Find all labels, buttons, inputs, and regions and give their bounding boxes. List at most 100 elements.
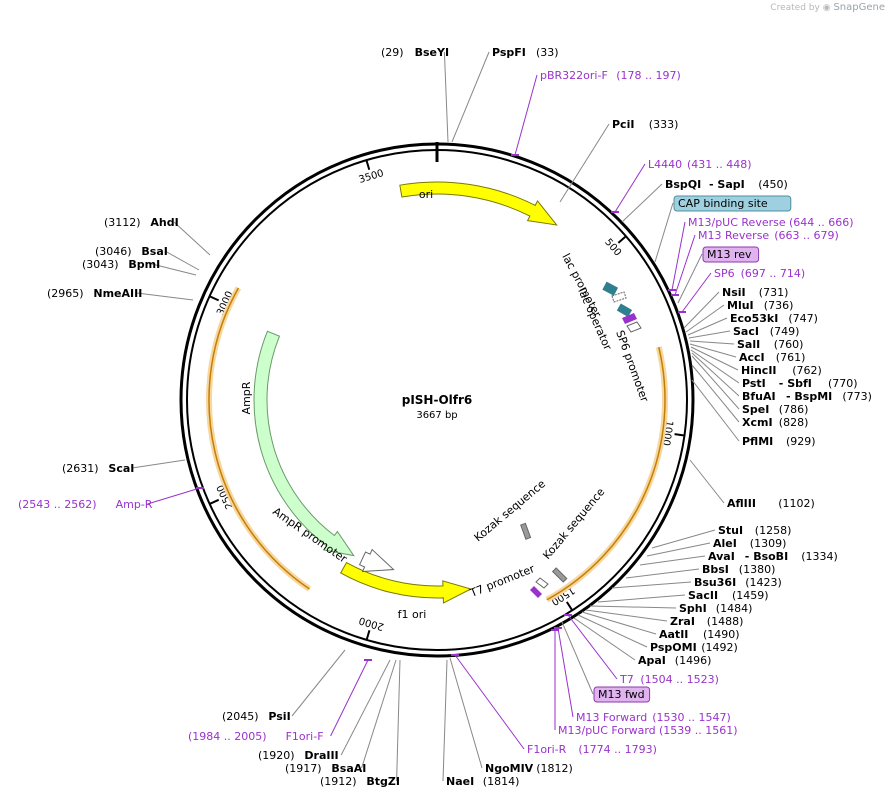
site-name-12: MluI (727, 299, 754, 312)
site-num-51: (3046) (95, 245, 132, 258)
feature-t7-promoter (535, 577, 549, 589)
site-num-4: (431 .. 448) (687, 158, 752, 171)
site-sacii[interactable]: SacII(1459) (688, 589, 769, 602)
site-num-12: (736) (764, 299, 794, 312)
site-btgzi[interactable]: (1912)BtgZI (320, 775, 400, 788)
site-draiii[interactable]: (1920)DraIII (258, 749, 339, 762)
site-bpmi[interactable]: (3043)BpmI (82, 258, 160, 271)
leader-49 (136, 292, 194, 301)
site-f1ori-f[interactable]: (1984 .. 2005)F1ori-F (188, 730, 324, 743)
site-m13-forward[interactable]: M13 Forward(1530 .. 1547) (576, 711, 731, 724)
site-num-7: (644 .. 666) (789, 216, 854, 229)
watermark-brand: SnapGene (833, 2, 885, 13)
site-pspomi[interactable]: PspOMI(1492) (650, 641, 738, 654)
site-name-31: ZraI (670, 615, 695, 628)
site-bsu36i[interactable]: Bsu36I(1423) (694, 576, 782, 589)
site-num-5: (450) (758, 178, 788, 191)
site-hincii[interactable]: HincII(762) (741, 364, 822, 377)
site-nsii[interactable]: NsiI(731) (722, 286, 788, 299)
leader-21 (691, 364, 740, 423)
site-nmeaiii[interactable]: (2965) NmeAIII (47, 287, 142, 300)
site-t7[interactable]: T7(1504 .. 1523) (619, 673, 719, 686)
leader-19 (691, 352, 740, 397)
feature-ori (399, 181, 558, 226)
site-name-26: AvaI (708, 550, 735, 563)
site-bbsi[interactable]: BbsI(1380) (702, 563, 775, 576)
site-name-13: Eco53kI (730, 312, 778, 325)
site-apai[interactable]: ApaI(1496) (638, 654, 711, 667)
site-name-18: PstI (742, 377, 766, 390)
site-afliii[interactable]: AflIII(1102) (727, 497, 815, 510)
site-num-14: (749) (770, 325, 800, 338)
site-sp6[interactable]: SP6(697 .. 714) (714, 267, 805, 280)
site-psti[interactable]: PstI- SbfI(770) (742, 377, 858, 390)
site-pbr322ori-f[interactable]: pBR322ori-F(178 .. 197) (540, 69, 681, 82)
site-psii[interactable]: (2045)PsiI (222, 710, 291, 723)
site-xcmi[interactable]: XcmI(828) (742, 416, 808, 429)
leader-9 (677, 253, 703, 304)
site-scai[interactable]: (2631)ScaI (62, 462, 134, 475)
site-mlui[interactable]: MluI (736) (727, 299, 793, 312)
site-name-11: NsiI (722, 286, 746, 299)
label-kozak-1: Kozak sequence (472, 477, 549, 544)
site-naei[interactable]: NaeI(1814) (446, 775, 519, 788)
site-num-42: (1912) (320, 775, 357, 788)
site-eco53ki[interactable]: Eco53kI (747) (730, 312, 818, 325)
site-m13-fwd[interactable]: M13 fwd (593, 686, 651, 703)
site-aatii[interactable]: AatII(1490) (659, 628, 740, 641)
feature-t7-marker (530, 586, 542, 598)
tick-3000 (209, 295, 220, 302)
site-num-13: (747) (788, 312, 818, 325)
site-acci[interactable]: AccI(761) (739, 351, 805, 364)
plasmid-name: pISH-Olfr6 (402, 393, 473, 407)
site-bsaai[interactable]: (1917)BsaAI (285, 762, 366, 775)
site-num-47: (2543 .. 2562) (18, 498, 97, 511)
site-name-47: Amp-R (116, 498, 153, 511)
leader-10 (681, 272, 712, 313)
site-zrai[interactable]: ZraI(1488) (670, 615, 743, 628)
leader-3 (559, 123, 610, 203)
site-avai[interactable]: AvaI- BsoBI(1334) (708, 550, 838, 563)
site-m13-puc-reverse[interactable]: M13/pUC Reverse(644 .. 666) (688, 216, 854, 229)
site-m13-reverse[interactable]: M13 Reverse(663 .. 679) (698, 229, 839, 242)
site-sphi[interactable]: SphI(1484) (679, 602, 752, 615)
site-num-0: (29) (381, 46, 404, 59)
site-bsai[interactable]: (3046)BsaI (95, 245, 168, 258)
site-spei[interactable]: SpeI(786) (742, 403, 808, 416)
site-name-49: NmeAIII (93, 287, 142, 300)
site-name-25: AleI (713, 537, 737, 550)
site-name-8: M13 Reverse (698, 229, 769, 242)
site-name-10: SP6 (714, 267, 735, 280)
site-saci[interactable]: SacI(749) (733, 325, 799, 338)
site-bspqi[interactable]: BspQI- SapI(450) (665, 178, 788, 191)
feature-kozak-2 (551, 567, 568, 583)
site-name2-5: - SapI (709, 178, 745, 191)
site-sali[interactable]: SalI(760) (737, 338, 803, 351)
site-stui[interactable]: StuI(1258) (718, 524, 791, 537)
site-name-15: SalI (737, 338, 760, 351)
site-ngomiv[interactable]: NgoMIV(1812) (485, 762, 573, 775)
site-cap-binding-site[interactable]: CAP binding site (673, 195, 792, 212)
leader-0 (443, 51, 449, 143)
site-ahdi[interactable]: (3112)AhdI (104, 216, 179, 229)
site-bseyi[interactable]: (29)BseYI (381, 46, 449, 59)
site-num-33: (1492) (701, 641, 738, 654)
site-pspfi[interactable]: PspFI(33) (492, 46, 559, 59)
site-f1ori-r[interactable]: F1ori-R(1774 .. 1793) (527, 743, 657, 756)
site-name-22: PflMI (742, 435, 773, 448)
site-l4440[interactable]: L4440(431 .. 448) (648, 158, 752, 171)
site-m13-rev[interactable]: M13 rev (702, 246, 760, 263)
site-num-23: (1102) (778, 497, 815, 510)
site-pcii[interactable]: PciI(333) (612, 118, 678, 131)
site-alei[interactable]: AleI(1309) (713, 537, 786, 550)
site-amp-r[interactable]: (2543 .. 2562) Amp-R (18, 498, 153, 511)
site-bfuai[interactable]: BfuAI- BspMI(773) (742, 390, 872, 403)
site-name-37: M13 Forward (576, 711, 647, 724)
leader-12 (685, 304, 725, 333)
site-m13-puc-forward[interactable]: M13/pUC Forward(1539 .. 1561) (558, 724, 738, 737)
site-name-1: PspFI (492, 46, 526, 59)
tick-label-2000: 2000 (358, 614, 386, 632)
site-box-9 (702, 246, 760, 263)
site-num-49: (2965) (47, 287, 84, 300)
site-pflmi[interactable]: PflMI(929) (742, 435, 816, 448)
